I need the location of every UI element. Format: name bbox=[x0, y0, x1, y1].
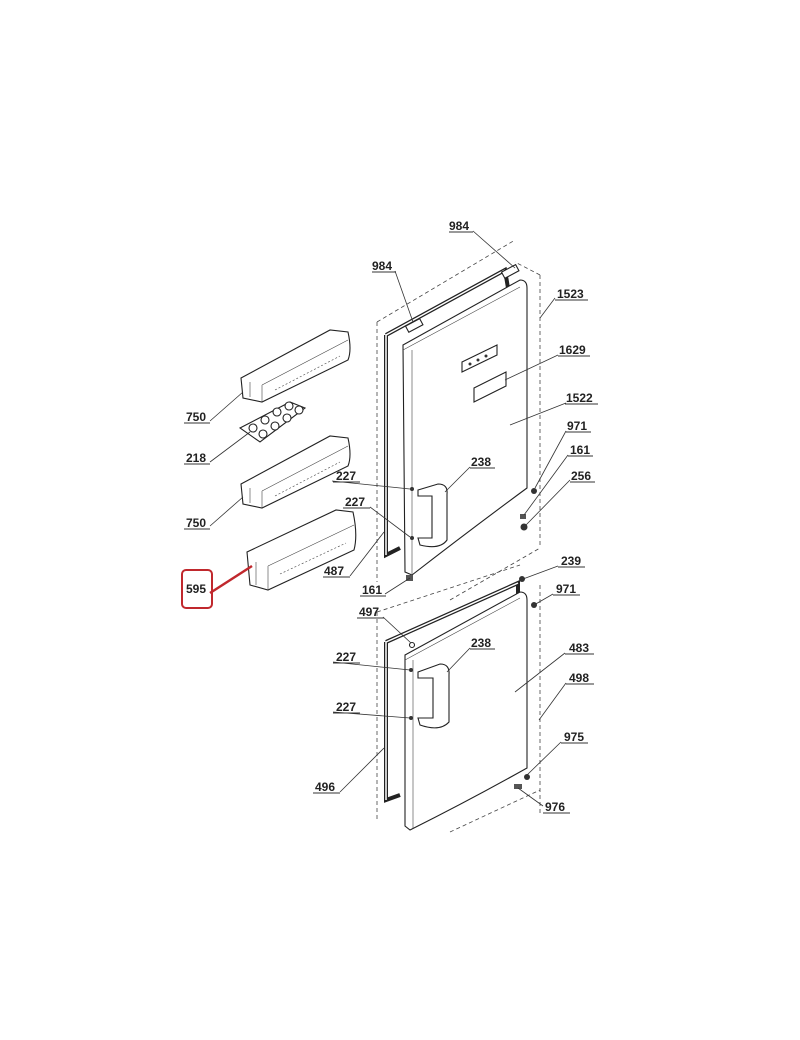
screw-227 bbox=[409, 716, 413, 720]
door-bins bbox=[238, 329, 357, 591]
part-256 bbox=[520, 523, 528, 531]
part-975 bbox=[524, 774, 530, 780]
label-976[interactable]: 976 bbox=[545, 800, 565, 814]
part-976 bbox=[514, 784, 522, 789]
part-labels: 984 984 1523 1629 1522 971 161 256 238 2… bbox=[181, 219, 598, 814]
label-483[interactable]: 483 bbox=[569, 641, 589, 655]
egg-tray-218 bbox=[238, 401, 307, 443]
label-161[interactable]: 161 bbox=[362, 583, 382, 597]
label-1629[interactable]: 1629 bbox=[559, 343, 586, 357]
label-984[interactable]: 984 bbox=[372, 259, 392, 273]
label-984[interactable]: 984 bbox=[449, 219, 469, 233]
label-750[interactable]: 750 bbox=[186, 410, 206, 424]
label-238[interactable]: 238 bbox=[471, 455, 491, 469]
label-256[interactable]: 256 bbox=[571, 469, 591, 483]
assembly-guide-lines bbox=[376, 239, 541, 601]
part-161 bbox=[520, 514, 526, 519]
fridge-door-483 bbox=[404, 591, 528, 831]
hinge-cover-984-left bbox=[404, 317, 424, 334]
bottle-bin-750-top bbox=[240, 329, 351, 403]
handle-238-bottom bbox=[417, 663, 450, 729]
screw-227 bbox=[409, 668, 413, 672]
screw-227 bbox=[410, 487, 414, 491]
label-239[interactable]: 239 bbox=[561, 554, 581, 568]
label-971[interactable]: 971 bbox=[556, 582, 576, 596]
display-module-1629 bbox=[473, 371, 507, 403]
label-1523[interactable]: 1523 bbox=[557, 287, 584, 301]
label-227[interactable]: 227 bbox=[336, 650, 356, 664]
label-971[interactable]: 971 bbox=[567, 419, 587, 433]
assembly-guide-lines-lower bbox=[376, 564, 541, 833]
label-227[interactable]: 227 bbox=[336, 700, 356, 714]
part-497 bbox=[408, 641, 416, 649]
label-750[interactable]: 750 bbox=[186, 516, 206, 530]
hinge-cover-984-right bbox=[500, 263, 520, 280]
label-161[interactable]: 161 bbox=[570, 443, 590, 457]
top-door-assembly bbox=[376, 239, 541, 601]
bottom-door-assembly bbox=[376, 564, 541, 833]
label-496[interactable]: 496 bbox=[315, 780, 335, 794]
label-595-highlighted[interactable]: 595 bbox=[186, 582, 206, 596]
label-227[interactable]: 227 bbox=[345, 495, 365, 509]
label-1522[interactable]: 1522 bbox=[566, 391, 593, 405]
label-975[interactable]: 975 bbox=[564, 730, 584, 744]
label-497[interactable]: 497 bbox=[359, 605, 379, 619]
handle-238-top bbox=[417, 483, 448, 548]
part-239 bbox=[519, 576, 525, 582]
screw-227 bbox=[410, 536, 414, 540]
label-218[interactable]: 218 bbox=[186, 451, 206, 465]
label-498[interactable]: 498 bbox=[569, 671, 589, 685]
bottle-bin-595-bottom bbox=[246, 509, 357, 591]
label-487[interactable]: 487 bbox=[324, 564, 344, 578]
highlight-leader bbox=[209, 564, 253, 595]
highlight-box bbox=[181, 569, 213, 609]
label-227[interactable]: 227 bbox=[336, 469, 356, 483]
part-971 bbox=[531, 488, 537, 494]
bottle-bin-750-middle bbox=[240, 435, 351, 509]
label-238[interactable]: 238 bbox=[471, 636, 491, 650]
